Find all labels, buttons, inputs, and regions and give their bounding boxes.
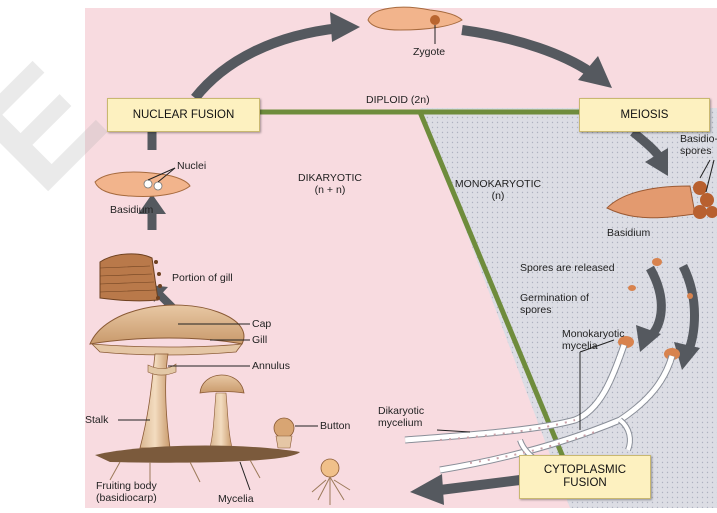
- cytoplasmic-fusion-box: CYTOPLASMIC FUSION: [519, 455, 651, 499]
- dikaryotic-title: DIKARYOTIC: [292, 172, 368, 184]
- dikaryotic-mycelium-label-line2: mycelium: [378, 417, 424, 429]
- meiosis-box: MEIOSIS: [579, 98, 710, 132]
- cap-label: Cap: [252, 318, 271, 330]
- dikaryotic-ploidy: (n + n): [292, 184, 368, 196]
- zygote-label: Zygote: [413, 46, 445, 58]
- fruiting-body-label-line1: Fruiting body: [96, 480, 157, 492]
- monokaryotic-mycelia-label-line1: Monokaryotic: [562, 328, 624, 340]
- germination-label: Germination of spores: [520, 292, 589, 316]
- nuclear-fusion-box: NUCLEAR FUSION: [107, 98, 260, 132]
- portion-of-gill-label: Portion of gill: [172, 272, 233, 284]
- basidium-left-label: Basidium: [110, 204, 153, 216]
- dikaryotic-mycelium-label-line1: Dikaryotic: [378, 405, 424, 417]
- gill-label: Gill: [252, 334, 267, 346]
- nuclei-label: Nuclei: [177, 160, 206, 172]
- basidium-right-label: Basidium: [607, 227, 650, 239]
- annulus-label: Annulus: [252, 360, 290, 372]
- basidiospores-label-line1: Basidio-: [680, 133, 717, 145]
- mycelia-label: Mycelia: [218, 493, 254, 505]
- monokaryotic-ploidy: (n): [452, 190, 544, 202]
- basidiospores-label: Basidio- spores: [680, 133, 717, 157]
- monokaryotic-mycelia-label: Monokaryotic mycelia: [562, 328, 624, 352]
- stalk-label: Stalk: [85, 414, 108, 426]
- gill-portion-illustration: [100, 254, 162, 301]
- fruiting-body-label: Fruiting body (basidiocarp): [96, 480, 157, 504]
- spores-released-label: Spores are released: [520, 262, 615, 274]
- germination-label-line1: Germination of: [520, 292, 589, 304]
- dikaryotic-mycelium-label: Dikaryotic mycelium: [378, 405, 424, 429]
- germination-label-line2: spores: [520, 304, 589, 316]
- basidiospores-label-line2: spores: [680, 145, 717, 157]
- diploid-label: DIPLOID (2n): [366, 94, 430, 106]
- button-label: Button: [320, 420, 350, 432]
- fruiting-body-label-line2: (basidiocarp): [96, 492, 157, 504]
- monokaryotic-title: MONOKARYOTIC: [452, 178, 544, 190]
- monokaryotic-label: MONOKARYOTIC (n): [452, 178, 544, 202]
- dikaryotic-label: DIKARYOTIC (n + n): [292, 172, 368, 196]
- monokaryotic-mycelia-label-line2: mycelia: [562, 340, 624, 352]
